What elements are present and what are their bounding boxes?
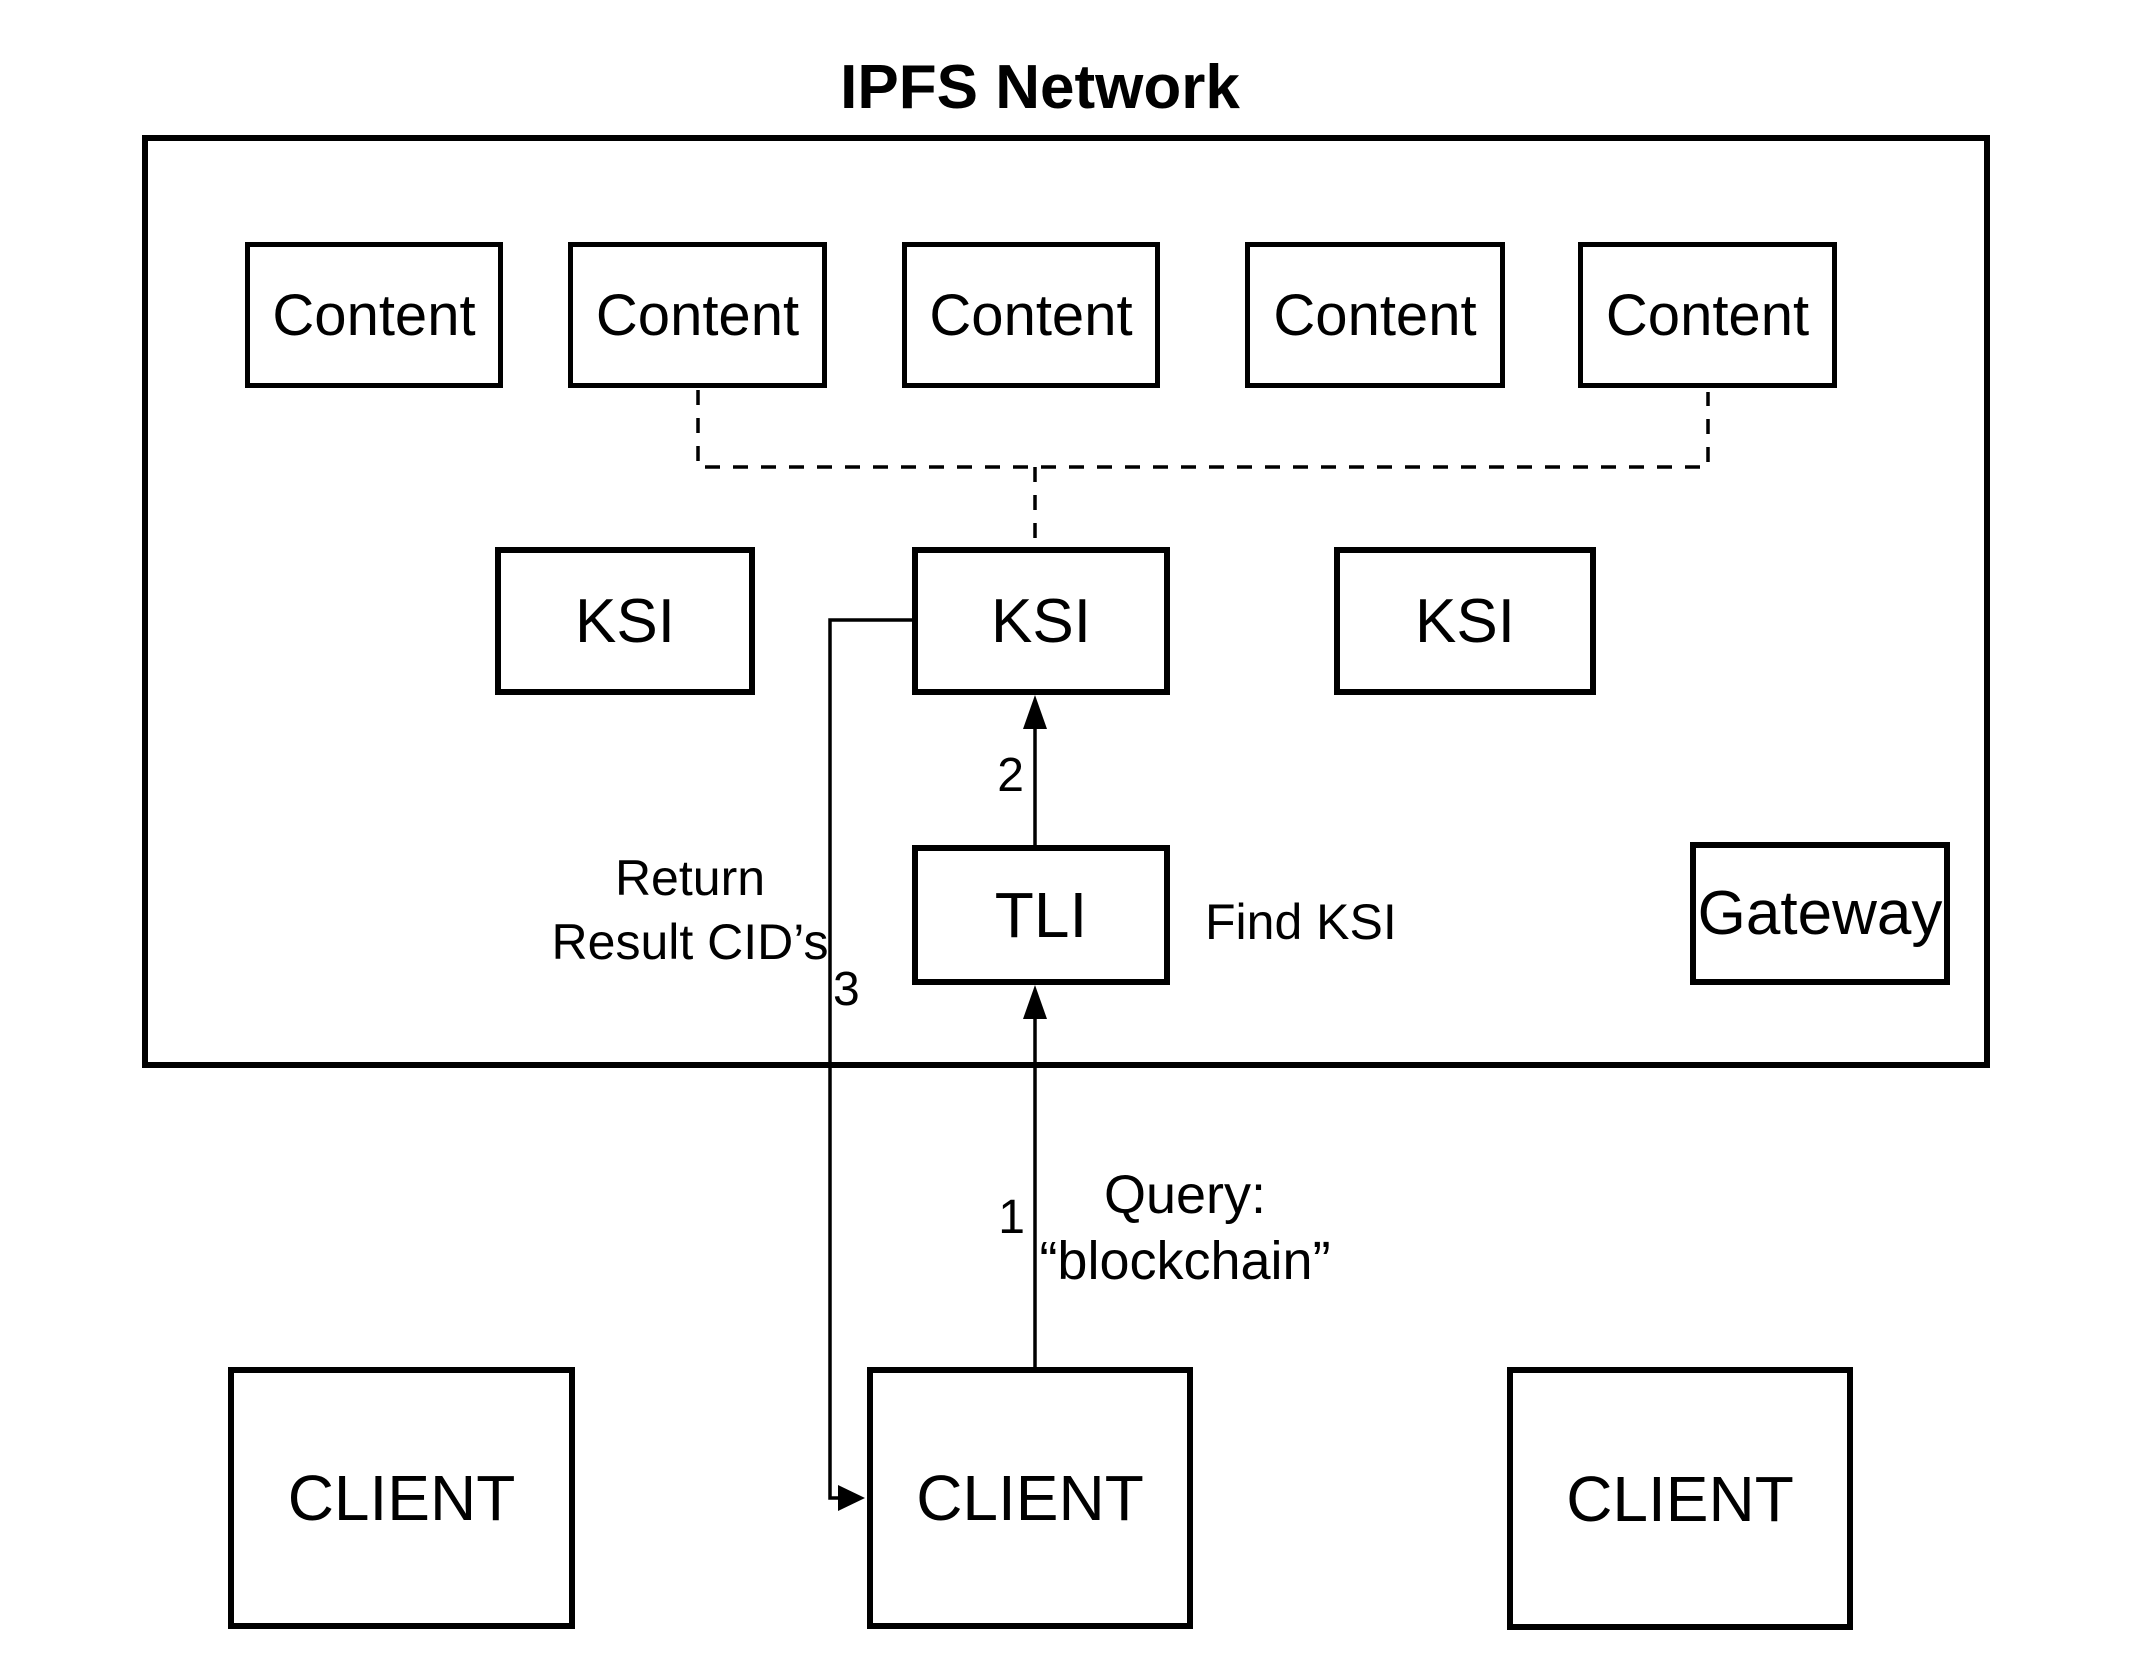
step-number-1: 1: [998, 1191, 1025, 1244]
return-result-line1: Return: [614, 850, 766, 906]
arrow-step3-head: [838, 1485, 865, 1511]
page-title: IPFS Network: [840, 53, 1240, 122]
client-node-2: CLIENT: [867, 1367, 1193, 1629]
query-line1: Query:: [1103, 1165, 1267, 1225]
gateway-node: Gateway: [1690, 842, 1950, 985]
content-node-5: Content: [1578, 242, 1837, 388]
arrow-step1-head: [1023, 985, 1047, 1019]
step-number-3: 3: [833, 963, 860, 1016]
ipfs-network-boundary: [142, 135, 1990, 1068]
return-result-label: Return Result CID’s: [480, 846, 900, 974]
client-node-3: CLIENT: [1507, 1367, 1853, 1630]
ksi-node-1: KSI: [495, 547, 755, 695]
find-ksi-label: Find KSI: [1205, 894, 1397, 950]
query-line2: “blockchain”: [1039, 1231, 1331, 1291]
step-number-2: 2: [997, 749, 1024, 802]
query-label: Query: “blockchain”: [1035, 1162, 1335, 1294]
ksi-node-3: KSI: [1334, 547, 1596, 695]
arrow-step2-head: [1023, 695, 1047, 729]
arrow-step3-line: [828, 618, 912, 1500]
tli-node: TLI: [912, 845, 1170, 985]
ksi-node-2: KSI: [912, 547, 1170, 695]
content-node-3: Content: [902, 242, 1160, 388]
content-node-4: Content: [1245, 242, 1505, 388]
dashed-content-to-ksi-link: [696, 390, 1710, 545]
content-node-1: Content: [245, 242, 503, 388]
return-result-line2: Result CID’s: [551, 914, 829, 970]
client-node-1: CLIENT: [228, 1367, 575, 1629]
content-node-2: Content: [568, 242, 827, 388]
